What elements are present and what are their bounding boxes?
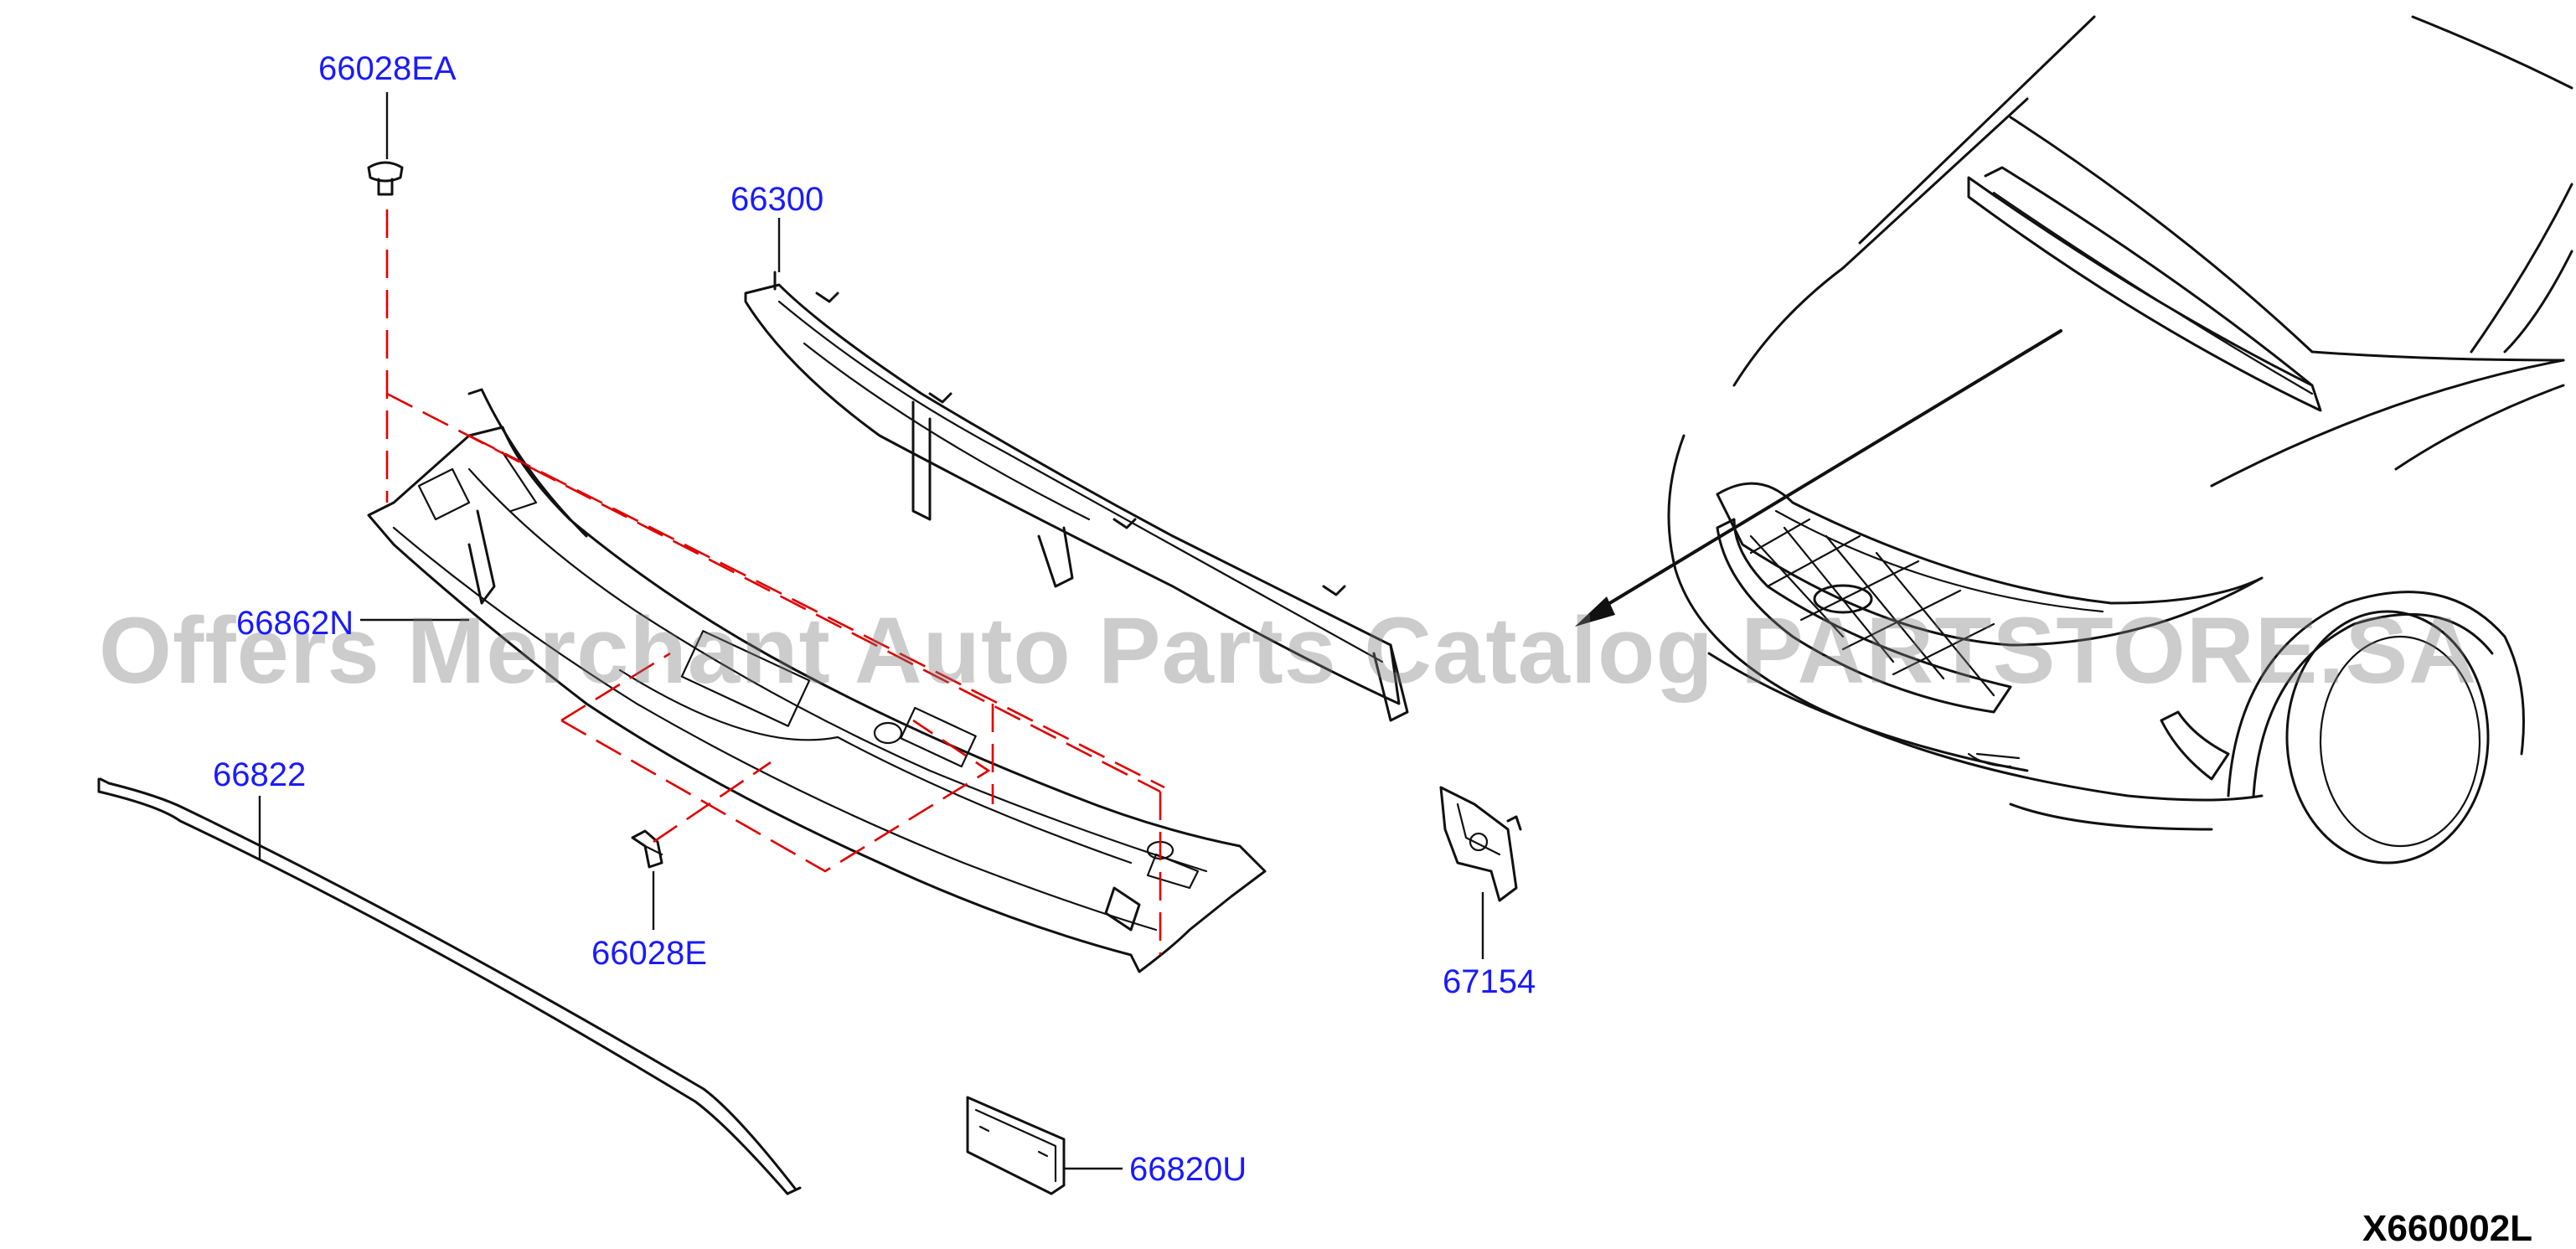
- part-label-66820u[interactable]: 66820U: [1129, 1151, 1247, 1188]
- alignment-lines: [385, 209, 1165, 955]
- vehicle-illustration: [1575, 15, 2573, 864]
- cowl-top-cover-drawing: [367, 388, 1267, 973]
- part-label-66300[interactable]: 66300: [730, 181, 824, 218]
- part-label-66822[interactable]: 66822: [213, 756, 307, 793]
- part-label-67154[interactable]: 67154: [1443, 963, 1536, 1000]
- part-label-66028e[interactable]: 66028E: [591, 935, 707, 972]
- leader-lines: [258, 92, 1484, 1170]
- cover-66820u-drawing: [966, 1096, 1066, 1195]
- seal-strip-drawing: [97, 777, 802, 1195]
- part-label-66862n[interactable]: 66862N: [236, 605, 354, 642]
- clip-66028e-drawing: [631, 829, 663, 869]
- part-label-66028ea[interactable]: 66028EA: [318, 50, 457, 87]
- diagram-code: X660002L: [2362, 1208, 2533, 1249]
- cowl-top-panel-drawing: [744, 271, 1409, 722]
- bracket-67154-drawing: [1439, 786, 1522, 902]
- clip-66028ea-drawing: [367, 161, 404, 196]
